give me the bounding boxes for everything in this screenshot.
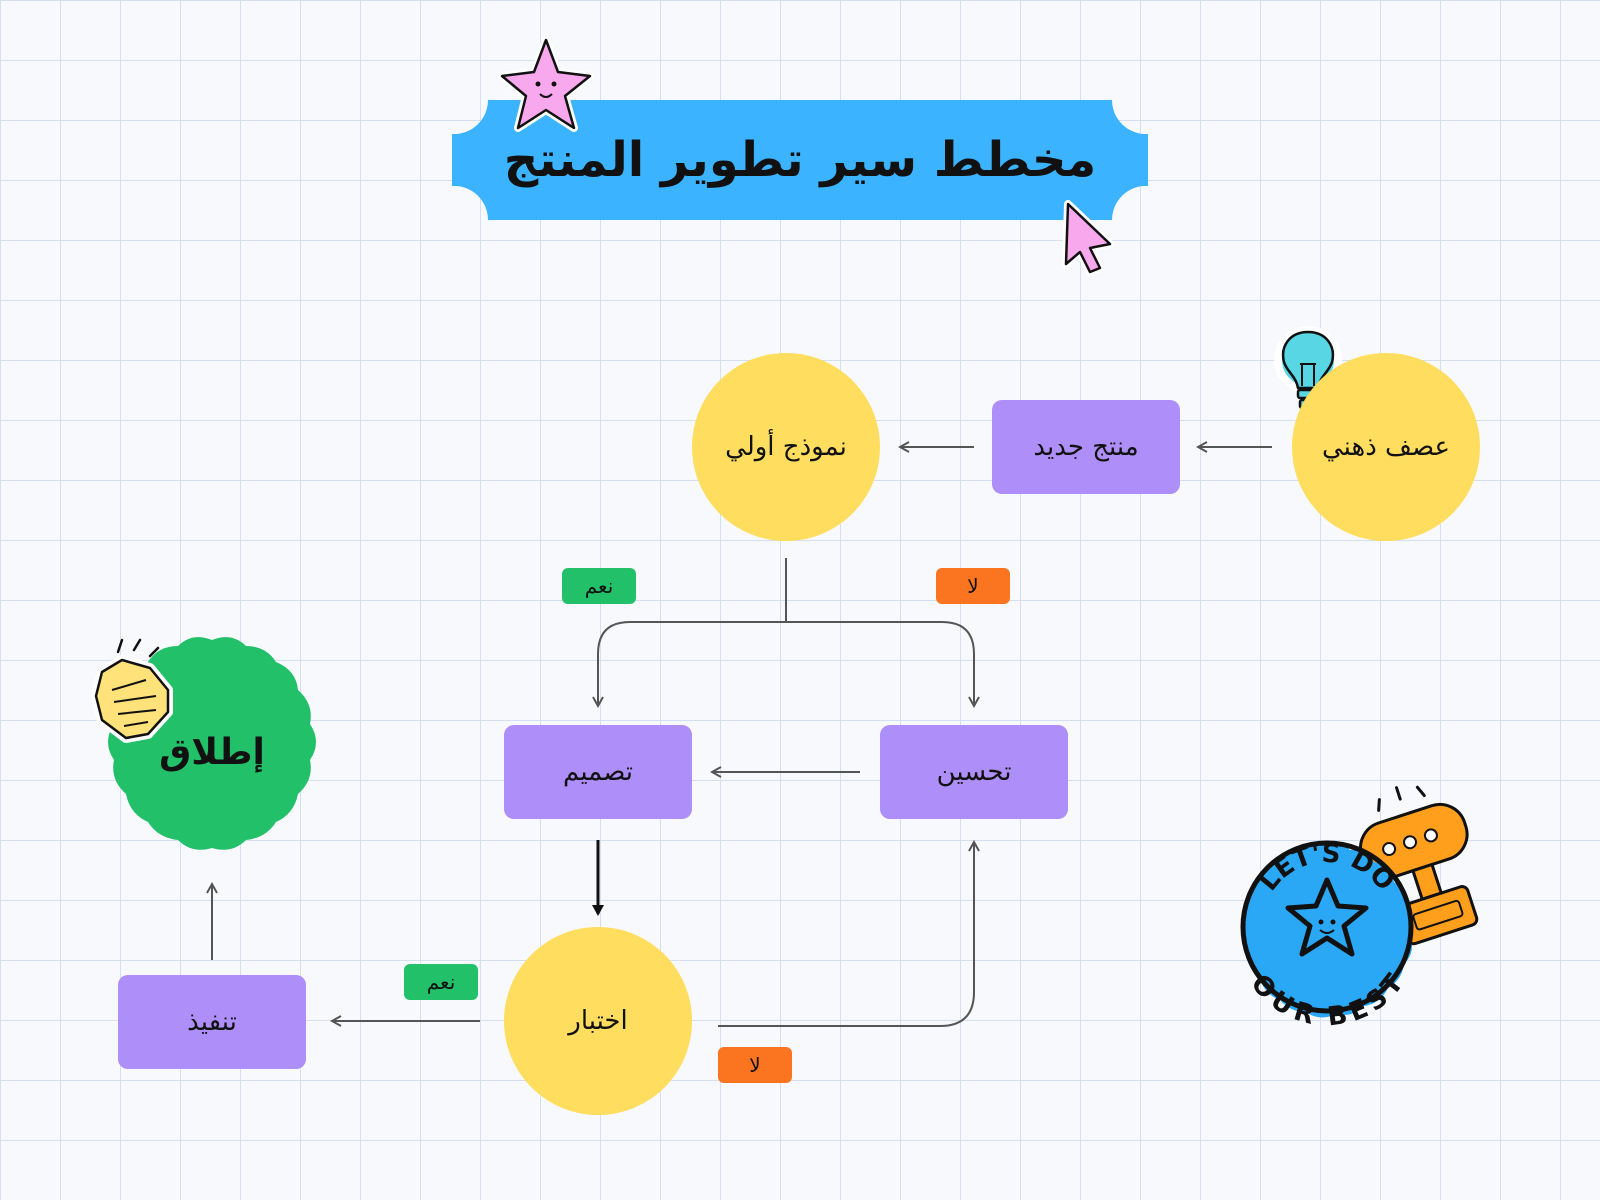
- node-new-product-label: منتج جديد: [1033, 432, 1139, 462]
- branch-to-improve: [786, 621, 974, 706]
- node-prototype-label: نموذج أولي: [725, 432, 847, 462]
- node-execute-label: تنفيذ: [187, 1007, 237, 1037]
- node-brainstorm[interactable]: عصف ذهني: [1292, 353, 1480, 541]
- tag-no-top: لا: [936, 568, 1010, 604]
- node-launch[interactable]: إطلاق: [100, 640, 324, 864]
- star-sticker-icon: [498, 36, 594, 132]
- title-banner-shape: [452, 100, 1148, 220]
- node-design-label: تصميم: [563, 757, 633, 787]
- node-prototype[interactable]: نموذج أولي: [692, 353, 880, 541]
- node-improve[interactable]: تحسين: [880, 725, 1068, 819]
- node-new-product[interactable]: منتج جديد: [992, 400, 1180, 494]
- node-test-label: اختبار: [568, 1006, 628, 1036]
- node-design[interactable]: تصميم: [504, 725, 692, 819]
- node-execute[interactable]: تنفيذ: [118, 975, 306, 1069]
- arrow-test-to-improve: [718, 842, 974, 1027]
- lightbulb-sticker-icon: [1274, 326, 1342, 410]
- branch-to-design: [598, 621, 786, 706]
- tag-no-bottom: لا: [718, 1047, 792, 1083]
- node-improve-label: تحسين: [936, 757, 1012, 787]
- tag-yes-bottom: نعم: [404, 964, 478, 1000]
- cursor-sticker-icon: [1062, 200, 1114, 276]
- node-brainstorm-label: عصف ذهني: [1321, 432, 1451, 462]
- page-title: مخطط سير تطوير المنتج: [503, 132, 1097, 188]
- node-launch-label: إطلاق: [159, 731, 265, 773]
- lets-do-our-best-badge-icon: LET'S DO OUR BEST: [1240, 839, 1414, 1032]
- node-test[interactable]: اختبار: [504, 927, 692, 1115]
- clapping-hands-sticker-icon: [91, 638, 173, 743]
- tag-yes-top: نعم: [562, 568, 636, 604]
